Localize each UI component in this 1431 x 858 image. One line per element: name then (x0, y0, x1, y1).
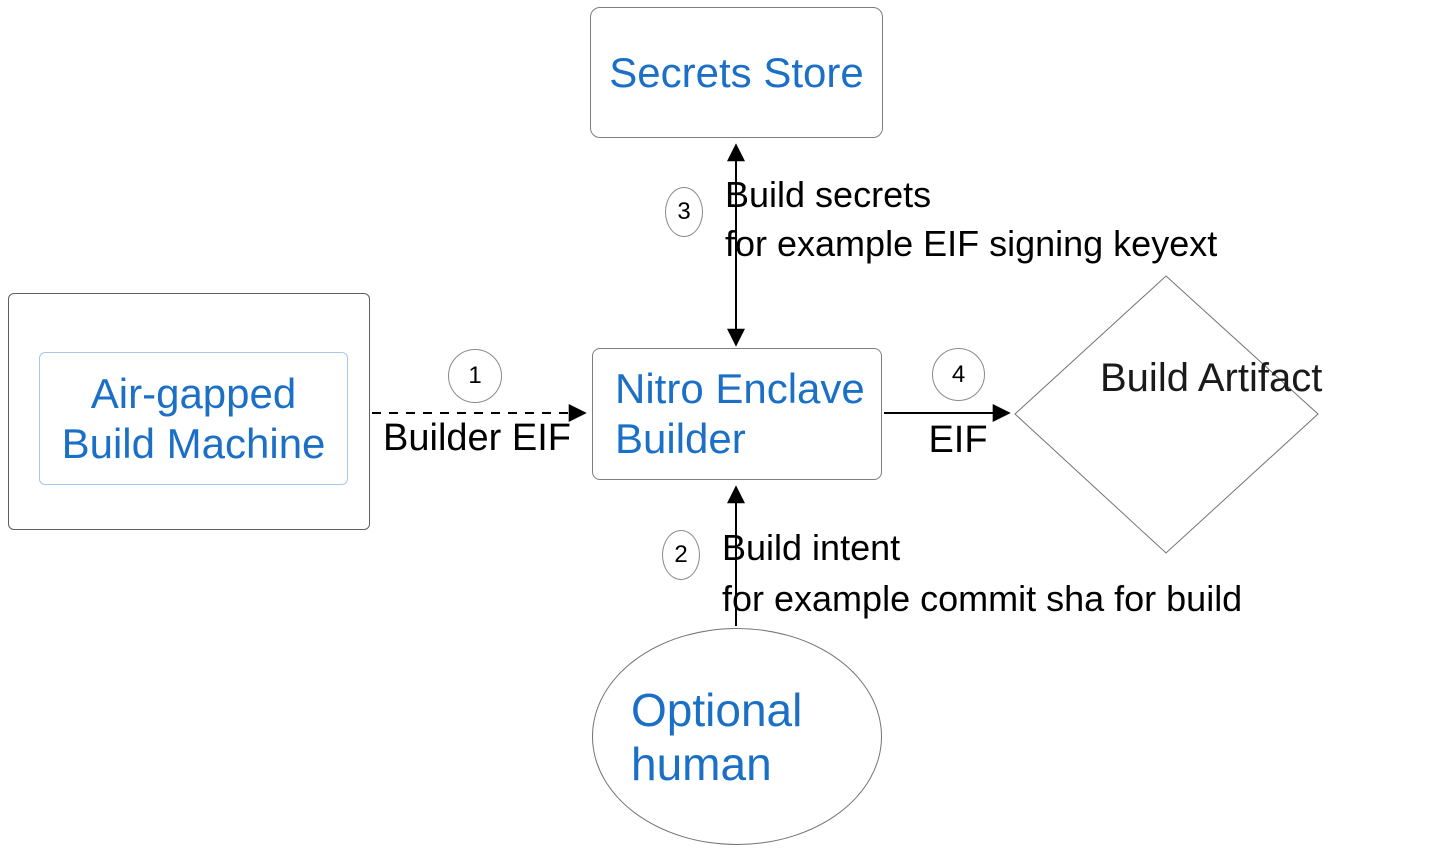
node-optional-human: Optional human (592, 628, 882, 845)
step-badge-4: 4 (932, 348, 985, 401)
edge-eif-label: EIF (928, 419, 988, 461)
node-nitro-enclave-builder: Nitro Enclave Builder (592, 348, 882, 480)
edge-build-intent-label-line1: Build intent (722, 527, 901, 568)
air-gapped-label-line1: Air-gapped (90, 369, 297, 417)
secrets-store-label: Secrets Store (609, 48, 864, 96)
build-artifact-diamond (1014, 275, 1319, 554)
edge-builder-eif-label: Builder EIF (383, 417, 571, 459)
optional-human-label: Optional human (631, 683, 802, 791)
step-badge-1: 1 (448, 349, 502, 403)
build-artifact-label: Build Artifact (1100, 352, 1322, 404)
nitro-label-line2: Builder (615, 415, 746, 462)
edge-build-secrets-label: Build secrets for example EIF signing ke… (725, 170, 1217, 268)
step-badge-3: 3 (665, 187, 703, 237)
build-artifact-label-line1: Build (1100, 356, 1189, 400)
edge-build-intent-label-line2: for example commit sha for build (722, 578, 1243, 619)
step-badge-2: 2 (662, 530, 700, 580)
nitro-enclave-builder-label: Nitro Enclave Builder (615, 364, 865, 464)
air-gapped-label: Air-gapped Build Machine (62, 369, 326, 469)
edge-build-intent-label: Build intent for example commit sha for … (722, 522, 1242, 624)
edge-build-secrets-label-line1: Build secrets (725, 174, 932, 215)
node-air-gapped-build-machine: Air-gapped Build Machine (8, 293, 370, 530)
optional-human-label-line2: human (631, 737, 772, 790)
air-gapped-inner-box: Air-gapped Build Machine (39, 352, 348, 485)
nitro-label-line1: Nitro Enclave (615, 365, 865, 412)
air-gapped-label-line2: Build Machine (61, 419, 326, 467)
edge-build-secrets-label-line2: for example EIF signing keyext (725, 223, 1218, 264)
node-secrets-store: Secrets Store (590, 7, 883, 138)
optional-human-label-line1: Optional (631, 683, 803, 736)
build-artifact-label-line2: Artifact (1197, 356, 1323, 400)
